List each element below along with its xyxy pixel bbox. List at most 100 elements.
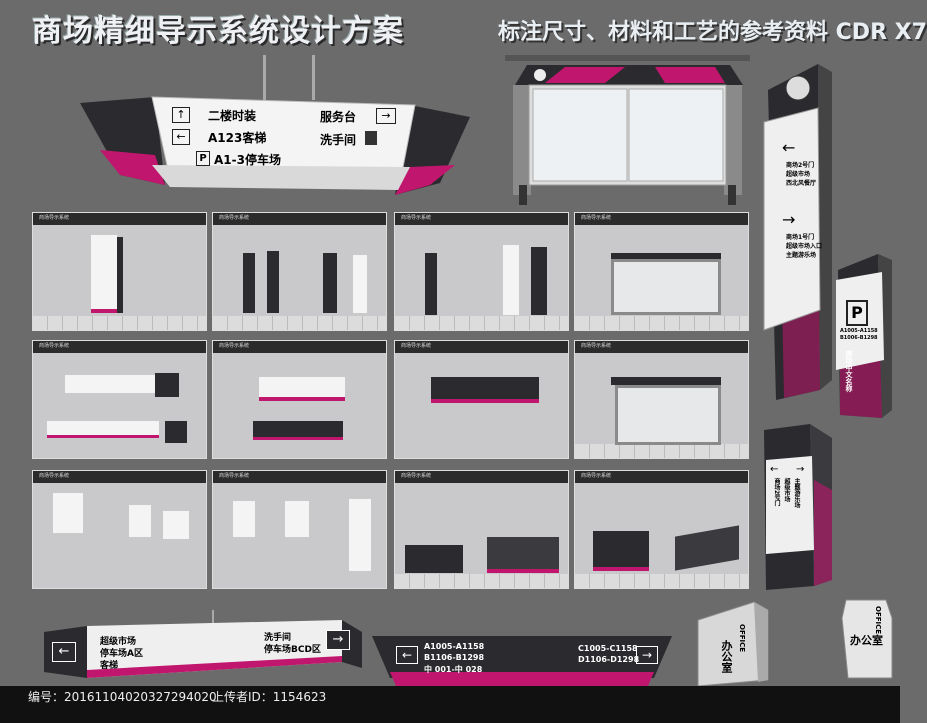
parking-pylon-shape: [836, 254, 892, 418]
panel-pylon-6: [503, 245, 519, 315]
pylon-mid-item-3: 主题游乐场: [786, 252, 817, 259]
pylon-top-item-2: 超级市场: [786, 171, 811, 178]
panel-sign-b-mag: [253, 437, 343, 440]
panel-hanging-sign: [65, 375, 177, 393]
sign-label-elevator: A123客梯: [208, 131, 267, 145]
pylon-top-item-3: 西北风餐厅: [786, 180, 817, 187]
office-2-zh: 办公室: [850, 634, 883, 647]
tall-item-3: 主题游乐场: [793, 478, 800, 508]
panel-pylon-mag: [91, 309, 117, 313]
panel-r2c2: 商场导示系统: [212, 340, 387, 459]
parking-code-1: A1005-A1158: [840, 328, 878, 334]
bm-left-arrow-icon: ←: [396, 646, 418, 664]
tall-sign-shape: [764, 424, 832, 590]
panel-pylon-2: [267, 251, 279, 313]
sign-label-up: 二楼时装: [208, 109, 257, 123]
panel-r1c3: 商场导示系统: [394, 212, 569, 331]
panel-pylon-7: [531, 247, 547, 315]
panel-office-sign-1: [233, 501, 255, 537]
bm-right-line-2: D1106-D1298: [578, 655, 640, 664]
pylon-left-arrow-icon: ←: [782, 138, 796, 157]
bl-left-line-3: 客梯: [100, 661, 119, 671]
panel-hanging-sign-end: [155, 373, 179, 397]
office-sign-1-shape: [697, 601, 769, 687]
panel-r2c1: 商场导示系统: [32, 340, 207, 459]
pylon-mid-item-2: 超级市场入口: [786, 243, 823, 250]
panel-r1c1: 商场导示系统: [32, 212, 207, 331]
sign-label-restroom: 洗手间: [320, 133, 357, 147]
panel-restroom-sign: [53, 493, 83, 533]
panel-sign-b: [253, 421, 343, 437]
bottom-mid-sign-shape: [372, 636, 672, 686]
office-sign-2: OFFICE 办公室: [840, 598, 898, 682]
panel-bench-4: [675, 525, 739, 571]
panel-bench-mag: [487, 569, 559, 573]
parking-icon: P: [196, 151, 210, 166]
pylon-brand-text: 商场中文名称: [845, 350, 853, 392]
panel-r2c3: 商场导示系统: [394, 340, 569, 459]
panel-case-top: [611, 253, 721, 259]
panel-case-2-top: [611, 377, 721, 385]
panel-r3c2: 商场导示系统: [212, 470, 387, 589]
tall-sign: ← 商场2号门 超级市场 主题游乐场 →: [760, 420, 840, 590]
panel-bench-2: [487, 537, 559, 569]
pylon-mid-item-1: 商场1号门: [786, 234, 815, 241]
footer-id: 编号：20161104020327294020: [28, 690, 217, 704]
tall-item-2: 超级市场: [783, 478, 790, 502]
display-case: [505, 55, 750, 205]
panel-bench-1: [405, 545, 463, 573]
pylon-shape: [763, 64, 832, 400]
page-subtitle: 标注尺寸、材料和工艺的参考资料 CDR X7: [498, 20, 927, 45]
bm-left-line-1: A1005-A1158: [424, 642, 485, 651]
panel-r3c1: 商场导示系统: [32, 470, 207, 589]
panel-sign-c: [431, 377, 539, 399]
panel-bench-3-mag: [593, 567, 649, 571]
bm-right-line-1: C1005-C1158: [578, 644, 638, 653]
bottom-mid-sign: ← A1005-A1158 B1106-B1298 中 001-中 028 C1…: [372, 632, 672, 686]
panel-restroom-sign-2: [129, 505, 151, 537]
bl-right-arrow-icon: →: [326, 630, 350, 650]
panel-restroom-sign-3: [163, 511, 189, 539]
office-2-en: OFFICE: [874, 606, 882, 635]
panel-pylon-side: [117, 237, 123, 313]
office-1-en: OFFICE: [738, 624, 746, 653]
display-case-shape: [505, 55, 750, 205]
bl-right-line-1: 洗手间: [264, 633, 292, 643]
panel-pylon-1: [243, 253, 255, 313]
panel-r2c4: 商场导示系统: [574, 340, 749, 459]
bm-right-arrow-icon: →: [636, 646, 658, 664]
office-sign-2-shape: [841, 599, 893, 679]
panel-pylon-3: [323, 253, 337, 313]
footer-uploader: 上传者ID：1154623: [212, 690, 327, 704]
main-hanging-sign: ↑ 二楼时装 ← A123客梯 P A1-3停车场 服务台 → 洗手间: [80, 55, 470, 195]
panel-pylon-5: [425, 253, 437, 315]
panel-office-sign-3: [349, 499, 371, 571]
panel-case: [611, 259, 721, 315]
pylon-top-item-1: 商场2号门: [786, 162, 815, 169]
footer-bar: 编号：20161104020327294020 上传者ID：1154623: [0, 686, 900, 723]
bottom-left-sign: ← 超级市场 停车场A区 客梯 洗手间 停车场BCD区 →: [42, 610, 362, 680]
tall-right-arrow-icon: →: [796, 464, 805, 475]
bl-left-arrow-icon: ←: [52, 642, 76, 662]
parking-code-2: B1006-B1298: [840, 335, 878, 341]
tall-left-arrow-icon: ←: [770, 464, 779, 475]
pylon-right-arrow-icon: →: [782, 210, 796, 229]
sign-label-parking: A1-3停车场: [214, 153, 281, 167]
sign-label-service: 服务台: [320, 110, 357, 124]
pylon-parking-icon: P: [846, 300, 868, 326]
panel-sign-a: [259, 377, 345, 397]
panel-pylon-4: [353, 255, 367, 313]
bm-left-line-3: 中 001-中 028: [424, 665, 483, 674]
panel-r1c2: 商场导示系统: [212, 212, 387, 331]
bm-left-line-2: B1106-B1298: [424, 653, 485, 662]
panel-pylon: [91, 235, 117, 313]
panel-hanging-sign-2: [47, 421, 159, 435]
tall-item-1: 商场2号门: [773, 478, 780, 507]
panel-r1c4: 商场导示系统: [574, 212, 749, 331]
left-arrow-icon: ←: [172, 129, 190, 145]
bottom-left-sign-shape: [44, 610, 362, 678]
page-title: 商场精细导示系统设计方案: [32, 14, 404, 49]
panel-bench-3: [593, 531, 649, 571]
up-arrow-icon: ↑: [172, 107, 190, 123]
vertical-pylon-sign: ← 商场2号门 超级市场 西北风餐厅 → 商场1号门 超级市场入口 主题游乐场: [760, 60, 840, 400]
